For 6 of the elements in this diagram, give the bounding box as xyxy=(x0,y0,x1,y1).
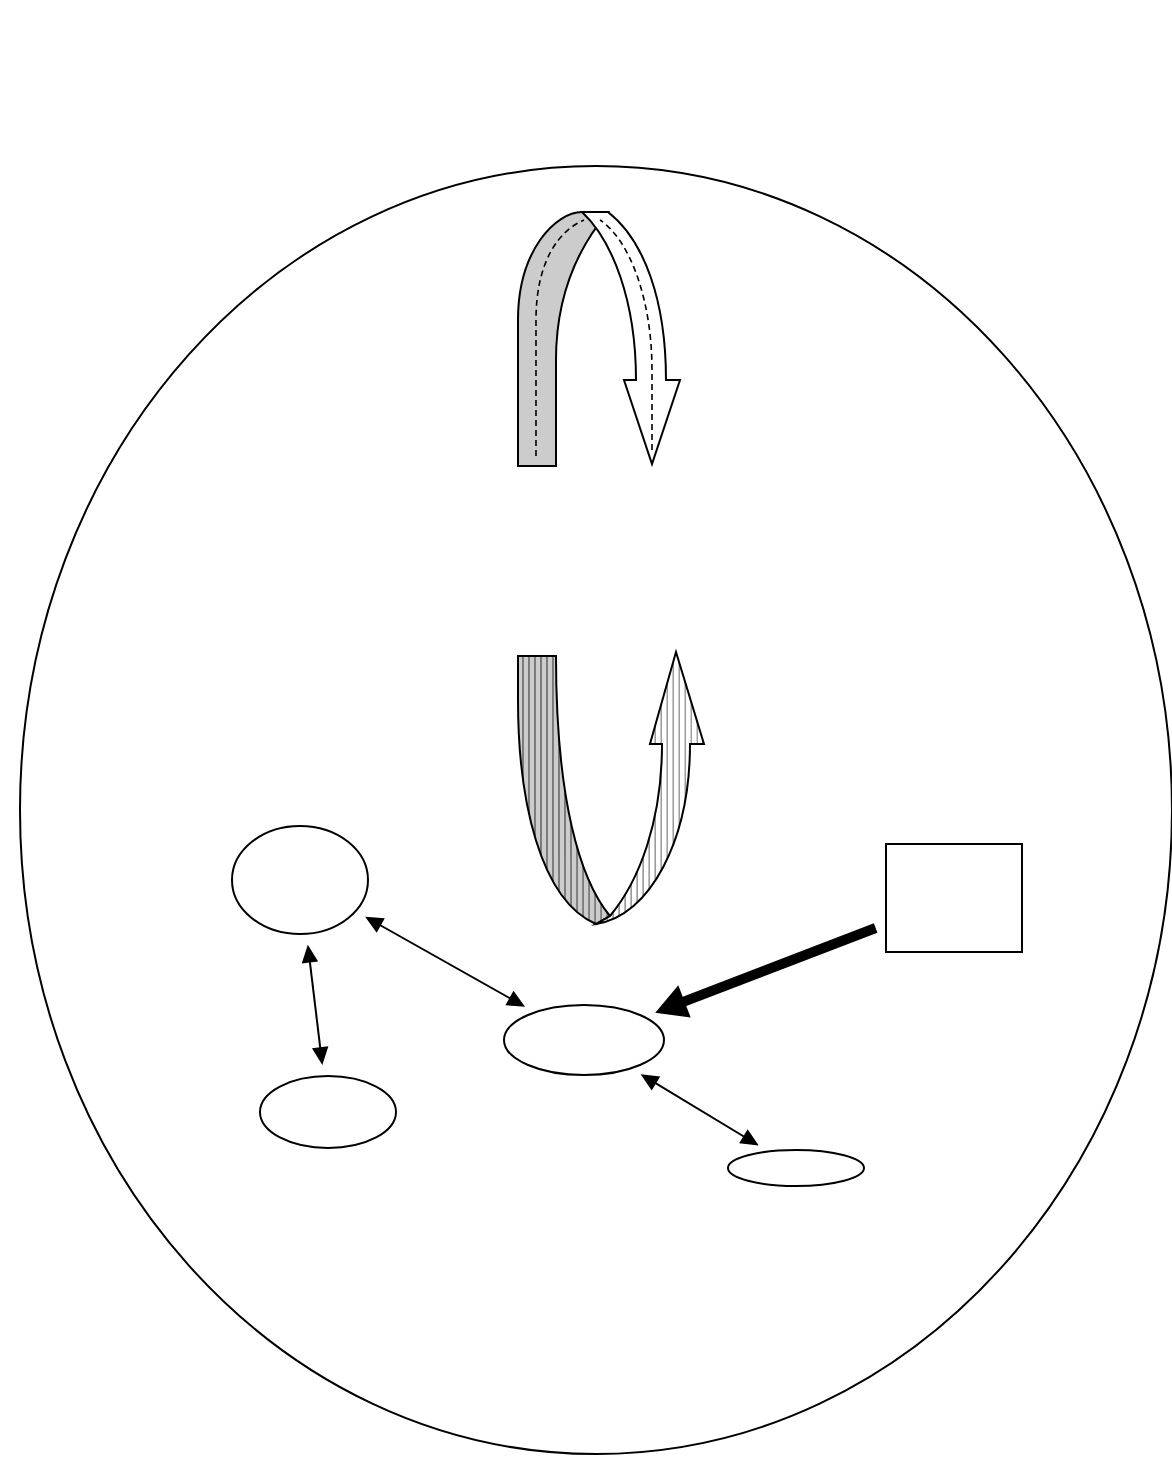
ellipse-shape xyxy=(503,1004,665,1076)
ellipse-shape xyxy=(231,825,369,935)
rectangle-box xyxy=(885,843,1023,953)
ellipse-shape xyxy=(259,1075,397,1149)
ellipse-shape xyxy=(727,1149,865,1187)
ellipse-shape xyxy=(19,165,1172,1455)
